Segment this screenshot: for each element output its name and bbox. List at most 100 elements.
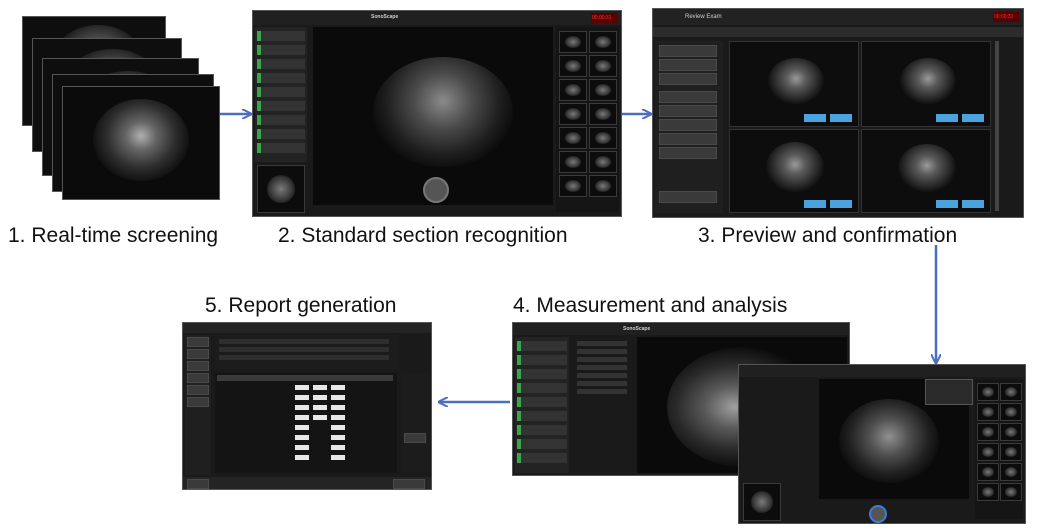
timer: 00:00:31 (994, 14, 1014, 20)
confirm-button[interactable] (936, 114, 958, 122)
section-menu (255, 27, 307, 162)
measurement-table (215, 373, 397, 473)
info-overlay (925, 379, 973, 405)
value-row (577, 365, 627, 370)
section-menu (515, 337, 569, 473)
menu-item[interactable] (257, 87, 305, 97)
value-row (577, 349, 627, 354)
confirm-button[interactable] (830, 200, 852, 208)
section-thumbnail[interactable] (589, 175, 617, 197)
action-buttons (655, 41, 723, 213)
action-button[interactable] (659, 147, 717, 159)
confirm-button[interactable] (962, 200, 984, 208)
table-cell (313, 395, 327, 400)
main-image-area (313, 27, 553, 205)
section-thumbnail[interactable] (977, 423, 999, 441)
table-cell (313, 415, 327, 420)
step-4-analysis-screen (738, 364, 1026, 524)
section-thumbnail[interactable] (977, 403, 999, 421)
section-thumbnail[interactable] (589, 55, 617, 77)
menu-item[interactable] (517, 397, 567, 407)
action-button[interactable] (659, 73, 717, 85)
menu-item[interactable] (257, 129, 305, 139)
menu-item[interactable] (257, 143, 305, 153)
section-thumbnail[interactable] (589, 127, 617, 149)
step-5-report-screen (182, 322, 432, 490)
report-nav-item[interactable] (187, 385, 209, 395)
title-bar (183, 323, 431, 333)
section-thumbnail[interactable] (589, 31, 617, 53)
section-thumbnail[interactable] (977, 463, 999, 481)
section-thumbnail[interactable] (589, 103, 617, 125)
menu-item[interactable] (517, 369, 567, 379)
report-button[interactable] (393, 479, 425, 489)
review-title: Review Exam (685, 14, 722, 20)
probe-control[interactable] (423, 177, 449, 203)
menu-item[interactable] (257, 101, 305, 111)
menu-item[interactable] (257, 45, 305, 55)
section-thumbnail[interactable] (559, 55, 587, 77)
section-thumbnail[interactable] (1000, 403, 1022, 421)
section-thumbnail[interactable] (559, 79, 587, 101)
action-button[interactable] (659, 45, 717, 57)
ultrasound-image (900, 58, 956, 104)
confirm-button[interactable] (936, 200, 958, 208)
step-3-preview-screen: Review Exam 00:00:31 (652, 8, 1024, 218)
menu-item[interactable] (517, 341, 567, 351)
step-3-label: 3. Preview and confirmation (698, 224, 958, 247)
report-nav-item[interactable] (187, 349, 209, 359)
action-button[interactable] (659, 105, 717, 117)
section-thumbnail[interactable] (559, 103, 587, 125)
action-button[interactable] (659, 133, 717, 145)
top-bar (253, 11, 621, 25)
section-thumbnail[interactable] (1000, 463, 1022, 481)
section-thumbnail[interactable] (977, 383, 999, 401)
value-row (577, 357, 627, 362)
preview-tile (861, 41, 991, 127)
confirm-button[interactable] (962, 114, 984, 122)
menu-item[interactable] (517, 425, 567, 435)
menu-item[interactable] (517, 383, 567, 393)
table-cell (331, 425, 345, 430)
report-nav-item[interactable] (187, 337, 209, 347)
section-thumbnail[interactable] (589, 79, 617, 101)
action-button[interactable] (659, 59, 717, 71)
measurement-values (573, 337, 633, 417)
menu-item[interactable] (257, 31, 305, 41)
scrollbar[interactable] (995, 41, 999, 211)
menu-item[interactable] (517, 439, 567, 449)
section-thumbnail[interactable] (1000, 383, 1022, 401)
recognized-sections-panel (975, 379, 1023, 519)
report-side-panel (401, 373, 429, 473)
menu-item[interactable] (257, 59, 305, 69)
confirm-button[interactable] (830, 114, 852, 122)
info-row (219, 339, 389, 344)
confirm-button[interactable] (804, 200, 826, 208)
section-thumbnail[interactable] (1000, 483, 1022, 501)
section-thumbnail[interactable] (559, 151, 587, 173)
menu-item[interactable] (517, 355, 567, 365)
menu-item[interactable] (517, 411, 567, 421)
section-thumbnail[interactable] (559, 175, 587, 197)
action-button[interactable] (659, 119, 717, 131)
section-thumbnail[interactable] (977, 443, 999, 461)
menu-item[interactable] (257, 73, 305, 83)
menu-item[interactable] (257, 115, 305, 125)
report-option[interactable] (404, 433, 426, 443)
report-button[interactable] (187, 479, 209, 489)
report-nav-item[interactable] (187, 397, 209, 407)
section-thumbnail[interactable] (1000, 423, 1022, 441)
report-nav-item[interactable] (187, 361, 209, 371)
menu-item[interactable] (517, 453, 567, 463)
action-button[interactable] (659, 91, 717, 103)
section-thumbnail[interactable] (977, 483, 999, 501)
probe-control[interactable] (869, 505, 887, 523)
confirm-button[interactable] (804, 114, 826, 122)
section-thumbnail[interactable] (589, 151, 617, 173)
recognized-sections-panel (556, 27, 619, 212)
action-button[interactable] (659, 191, 717, 203)
section-thumbnail[interactable] (559, 31, 587, 53)
section-thumbnail[interactable] (1000, 443, 1022, 461)
report-nav-item[interactable] (187, 373, 209, 383)
section-thumbnail[interactable] (559, 127, 587, 149)
